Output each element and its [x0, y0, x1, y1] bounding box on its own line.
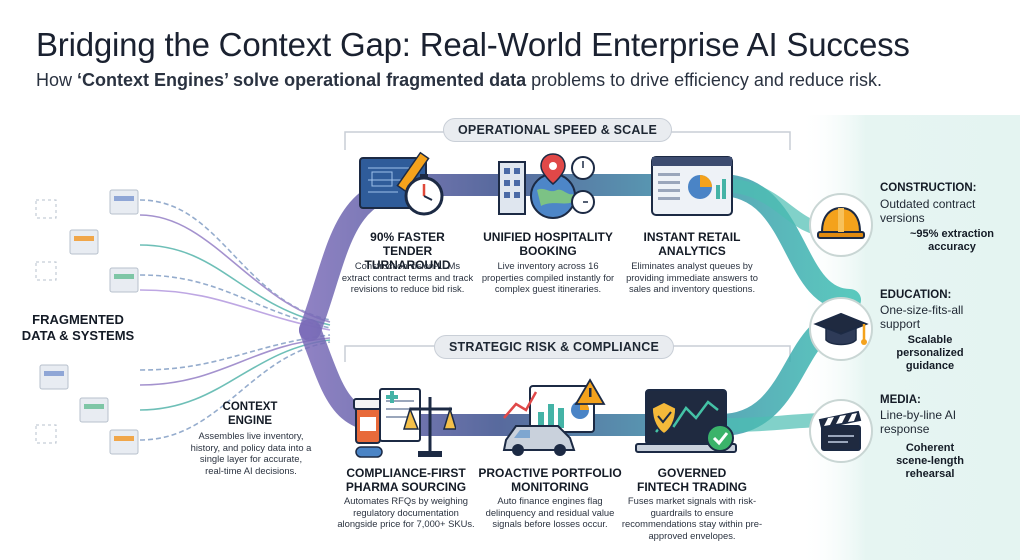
outcome-media-problem: Line-by-line AI response: [880, 408, 957, 436]
pharma-scale-icon: [353, 388, 456, 458]
case-retail-title: INSTANT RETAIL ANALYTICS: [643, 230, 741, 258]
hotel-globe-icon: [498, 153, 595, 219]
outcome-education-problem: One-size-fits-all support: [880, 303, 964, 331]
case-hospitality-desc: Live inventory across 16 properties comp…: [481, 260, 615, 294]
section-strategic-label: STRATEGIC RISK & COMPLIANCE: [434, 335, 675, 359]
case-pharma-desc: Automates RFQs by weighing regulatory do…: [337, 495, 475, 529]
outcome-construction-problem: Outdated contract versions: [880, 197, 976, 225]
case-portfolio-desc: Auto finance engines flag delinquency an…: [485, 495, 615, 529]
context-engine-title: CONTEXT ENGINE: [222, 401, 278, 427]
hard-hat-icon: [809, 193, 873, 257]
case-retail-desc: Eliminates analyst queues by providing i…: [626, 260, 758, 294]
outcome-media-result: Coherent scene-length rehearsal: [896, 442, 964, 480]
case-tender-title: 90% FASTER TENDER TURNAROUND: [364, 230, 451, 272]
fragmented-data-label: FRAGMENTED DATA & SYSTEMS: [21, 312, 135, 343]
section-operational-label: OPERATIONAL SPEED & SCALE: [443, 118, 673, 142]
context-engine-description: Assembles live inventory, history, and p…: [190, 430, 312, 476]
dashboard-icon: [651, 156, 733, 216]
case-fintech-desc: Fuses market signals with risk-guardrail…: [621, 495, 763, 541]
case-tender-desc: Construction vision-LLMs extract contrac…: [341, 260, 474, 294]
blueprint-stopwatch-icon: [359, 151, 444, 216]
outcome-education-industry: EDUCATION:: [880, 289, 952, 301]
case-portfolio-title: PROACTIVE PORTFOLIO MONITORING: [478, 466, 622, 494]
car-chart-warning-icon: [502, 378, 606, 456]
case-pharma-title: COMPLIANCE-FIRST PHARMA SOURCING: [345, 466, 467, 494]
case-fintech-title: GOVERNED FINTECH TRADING: [637, 466, 747, 494]
outcome-education-result: Scalable personalized guidance: [896, 334, 964, 372]
page-title: Bridging the Context Gap: Real-World Ent…: [36, 26, 910, 63]
subtitle-emphasis: ‘Context Engines’ solve operational frag…: [77, 70, 527, 90]
case-hospitality-title: UNIFIED HOSPITALITY BOOKING: [483, 230, 613, 258]
outcome-media-industry: MEDIA:: [880, 394, 921, 406]
subtitle-prefix: How: [36, 70, 78, 90]
graduation-cap-icon: [809, 297, 873, 361]
clapperboard-icon: [809, 399, 873, 463]
outcome-construction-industry: CONSTRUCTION:: [880, 182, 977, 194]
laptop-shield-icon: [635, 389, 737, 453]
page-subtitle: How ‘Context Engines’ solve operational …: [36, 70, 882, 91]
outcome-construction-result: ~95% extraction accuracy: [909, 228, 995, 253]
subtitle-suffix: problems to drive efficiency and reduce …: [526, 70, 882, 90]
